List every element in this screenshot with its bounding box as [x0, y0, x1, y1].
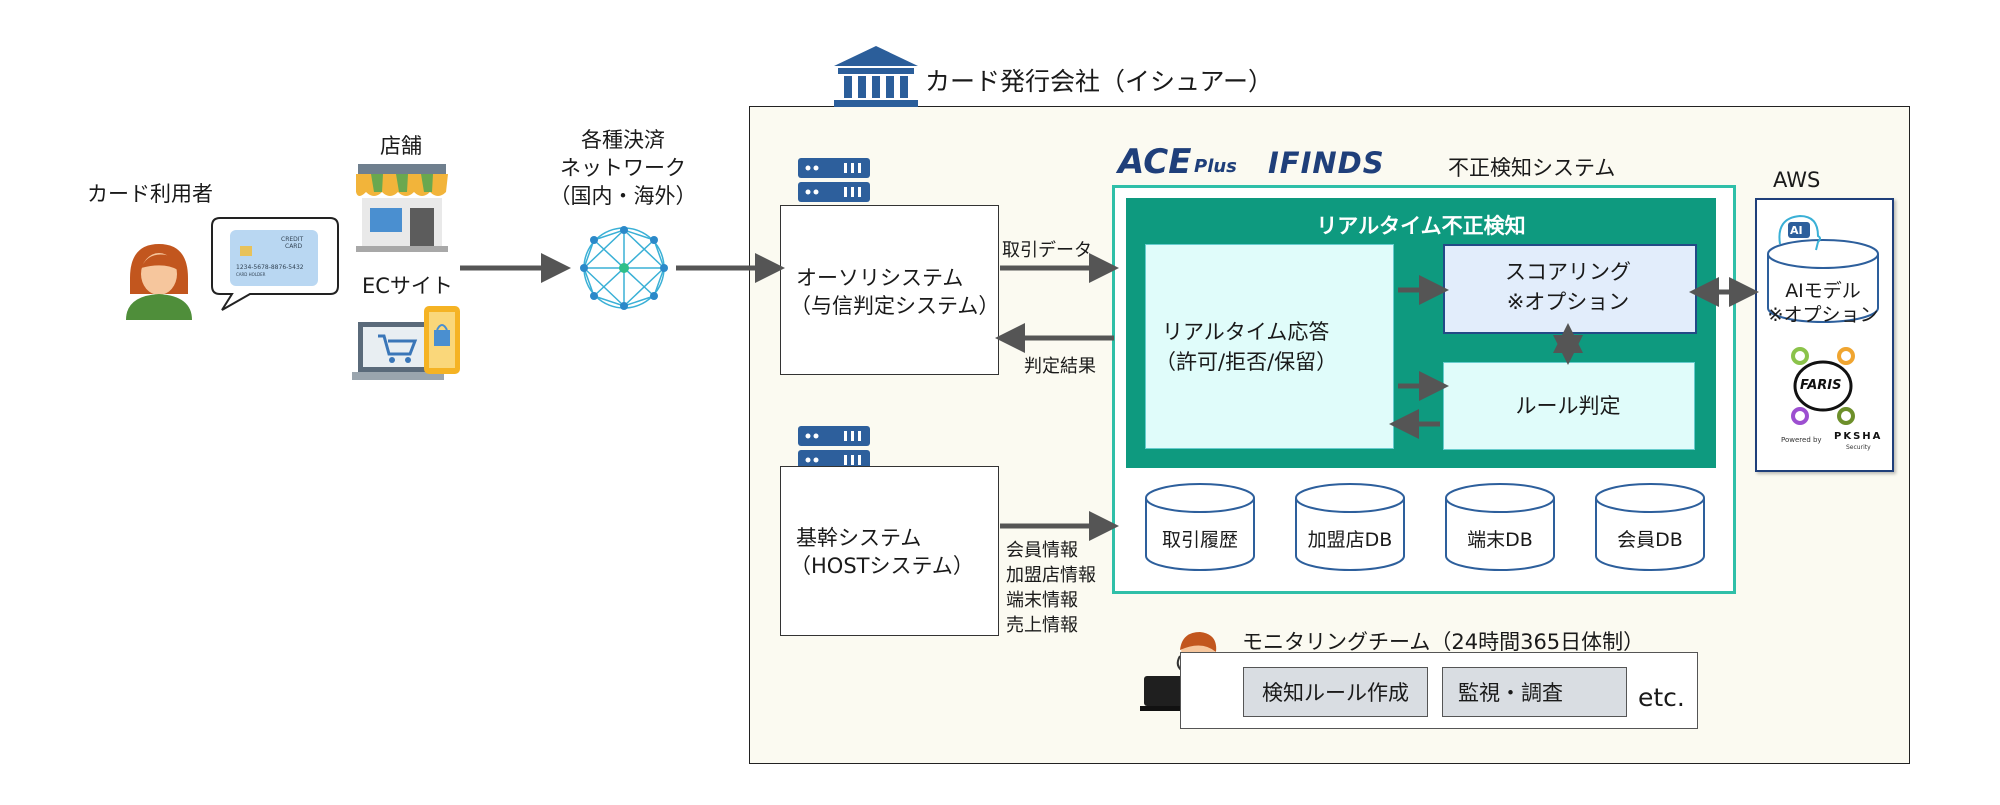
- db-merchant: 加盟店DB: [1307, 529, 1393, 551]
- rule-judgment-label: ルール判定: [1515, 394, 1621, 418]
- db-transaction-history: 取引履歴: [1161, 529, 1238, 551]
- faris-logo: [1791, 347, 1855, 425]
- core-line-2: （HOSTシステム）: [790, 554, 974, 578]
- network-line-3: （国内・海外）: [549, 184, 697, 208]
- ai-model-line-2: ※オプション: [1767, 304, 1879, 326]
- core-info-merchant: 加盟店情報: [1006, 565, 1096, 586]
- network-line-1: 各種決済: [581, 128, 665, 152]
- aws-title: AWS: [1773, 168, 1821, 192]
- store-icon: [356, 164, 448, 252]
- card-number: 1234-5678-8876-5432: [236, 264, 304, 271]
- pksha-text: PKSHA: [1834, 431, 1883, 442]
- ai-model-cylinder: [1767, 214, 1879, 323]
- authorization-line-2: （与信判定システム）: [790, 294, 1000, 318]
- network-globe-icon: [580, 226, 668, 310]
- ec-site-label: ECサイト: [362, 274, 453, 298]
- ai-model-line-1: AIモデル: [1785, 280, 1861, 302]
- network-line-2: ネットワーク: [560, 156, 686, 180]
- store-label: 店舗: [380, 134, 422, 158]
- realtime-title: リアルタイム不正検知: [1316, 214, 1526, 238]
- authorization-line-1: オーソリシステム: [796, 266, 964, 290]
- task-rule-creation: 検知ルール作成: [1262, 681, 1409, 705]
- fds-title: 不正検知システム: [1448, 156, 1616, 180]
- core-info-member: 会員情報: [1006, 540, 1078, 561]
- database-cylinders: [1145, 483, 1705, 571]
- ec-site-icon: [352, 306, 460, 380]
- ai-badge: AI: [1790, 224, 1803, 237]
- faris-text: FARIS: [1800, 378, 1842, 393]
- ace-logo-text: ACE: [1118, 142, 1192, 182]
- core-line-1: 基幹システム: [796, 526, 922, 550]
- judgment-result-label: 判定結果: [1024, 356, 1096, 377]
- scoring-line-1: スコアリング: [1505, 260, 1631, 284]
- task-monitoring-box: [1442, 667, 1627, 717]
- issuer-title: カード発行会社（イシュアー）: [925, 67, 1274, 96]
- scoring-line-2: ※オプション: [1506, 290, 1630, 314]
- ace-plus-text: Plus: [1194, 156, 1237, 177]
- realtime-response-line-1: リアルタイム応答: [1162, 320, 1330, 344]
- task-monitoring: 監視・調査: [1458, 681, 1563, 705]
- realtime-response-line-2: （許可/拒否/保留）: [1155, 350, 1338, 374]
- monitoring-etc: etc.: [1638, 683, 1685, 712]
- task-rule-creation-box: [1243, 667, 1428, 717]
- authorization-system-box: [780, 205, 999, 375]
- monitoring-title: モニタリングチーム（24時間365日体制）: [1242, 630, 1645, 654]
- db-member: 会員DB: [1617, 529, 1683, 551]
- core-info-sales: 売上情報: [1006, 615, 1078, 636]
- scoring-box: [1443, 244, 1697, 334]
- card-brand-1: CREDIT: [281, 236, 304, 243]
- card-brand-2: CARD: [285, 243, 303, 250]
- db-terminal: 端末DB: [1467, 529, 1533, 551]
- security-text: Security: [1846, 444, 1871, 451]
- realtime-response-box: [1145, 244, 1394, 449]
- card-user-label: カード利用者: [87, 182, 213, 206]
- card-user-icon: [126, 244, 192, 320]
- powered-by-text: Powered by: [1781, 436, 1822, 444]
- transaction-data-label: 取引データ: [1002, 240, 1092, 261]
- bank-icon: [834, 46, 918, 107]
- core-system-box: [780, 466, 999, 636]
- card-holder: CARD HOLDER: [236, 272, 266, 277]
- core-info-terminal: 端末情報: [1006, 590, 1078, 611]
- speech-bubble: [211, 217, 339, 311]
- ifinds-logo-text: IFINDS: [1268, 146, 1385, 180]
